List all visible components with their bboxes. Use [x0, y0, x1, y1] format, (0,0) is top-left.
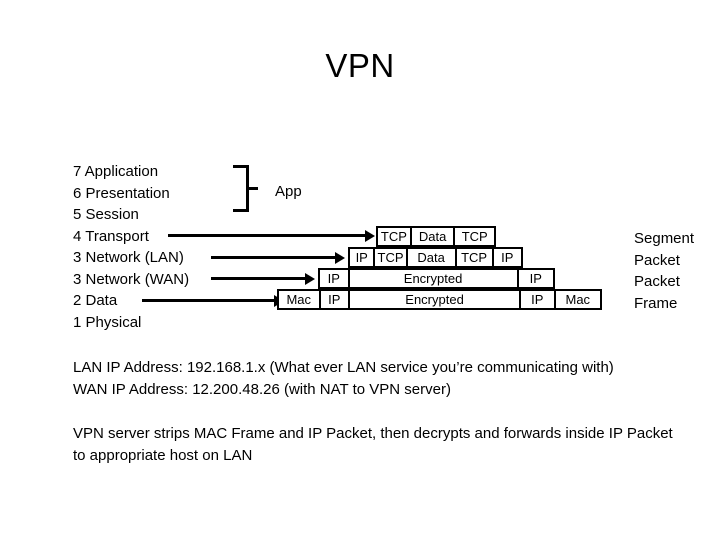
- band-frame-cell-mac-header: Mac: [279, 291, 321, 308]
- arrow-transport: [168, 229, 375, 242]
- band-frame-cell-ip-header: IP: [321, 291, 351, 308]
- osi-layer-5: 5 Session: [73, 206, 139, 223]
- band-packet-lan-cell-data: Data: [408, 249, 457, 266]
- band-packet-wan-cell-ip-trailer: IP: [529, 271, 542, 286]
- band-segment: TCP Data TCP: [376, 226, 496, 247]
- band-segment-cell-tcp-trailer: TCP: [461, 229, 488, 244]
- pdu-name-frame: Frame: [634, 294, 678, 312]
- wan-ip-address-note: WAN IP Address: 12.200.48.26 (with NAT t…: [73, 381, 451, 398]
- osi-layer-2: 2 Data: [73, 292, 118, 309]
- band-packet-lan-cell-tcp-header: TCP: [375, 249, 408, 266]
- band-packet-lan-cell-tcp-trailer: TCP: [457, 249, 494, 266]
- osi-layer-4: 4 Transport: [73, 227, 149, 245]
- page-title: VPN: [325, 47, 395, 84]
- vpn-server-note: VPN server strips MAC Frame and IP Packe…: [73, 423, 673, 467]
- app-label: App: [275, 183, 302, 200]
- pdu-name-packet-lan: Packet: [634, 251, 680, 269]
- band-packet-wan: IP Encrypted IP: [318, 268, 555, 289]
- band-segment-cell-tcp-header: TCP: [378, 228, 412, 245]
- osi-layer-3-lan: 3 Network (LAN): [73, 249, 184, 266]
- osi-layer-7: 7 Application: [73, 163, 159, 180]
- brace-tick-icon: [249, 187, 258, 190]
- band-segment-cell-data: Data: [412, 228, 456, 245]
- band-frame-cell-ip-trailer: IP: [521, 291, 556, 308]
- osi-layer-3-wan: 3 Network (WAN): [73, 270, 190, 288]
- band-frame-cell-encrypted: Encrypted: [350, 291, 521, 308]
- brace-bracket-icon: [233, 165, 249, 212]
- band-packet-lan-cell-ip-trailer: IP: [501, 250, 514, 265]
- osi-layer-list: 7 Application 6 Presentation 5 Session 4…: [73, 161, 253, 333]
- arrow-network-lan: [211, 251, 345, 264]
- band-frame: Mac IP Encrypted IP Mac: [277, 289, 602, 310]
- band-packet-wan-cell-encrypted: Encrypted: [350, 270, 519, 287]
- band-packet-wan-cell-ip-header: IP: [320, 270, 350, 287]
- pdu-name-segment: Segment: [634, 230, 695, 247]
- pdu-name-list: Segment Packet Packet Frame: [634, 228, 694, 314]
- osi-layer-1: 1 Physical: [73, 313, 142, 331]
- band-packet-lan: IP TCP Data TCP IP: [348, 247, 523, 268]
- band-packet-lan-cell-ip-header: IP: [350, 249, 376, 266]
- vpn-server-note-text: VPN server strips MAC Frame and IP Packe…: [73, 425, 673, 464]
- arrow-network-wan: [211, 272, 315, 285]
- address-notes: LAN IP Address: 192.168.1.x (What ever L…: [73, 357, 689, 401]
- lan-ip-address-note: LAN IP Address: 192.168.1.x (What ever L…: [73, 359, 614, 376]
- osi-layer-6: 6 Presentation: [73, 184, 170, 202]
- band-frame-cell-mac-trailer: Mac: [565, 292, 591, 307]
- arrow-data-link: [142, 294, 284, 307]
- pdu-name-packet-wan: Packet: [634, 273, 680, 290]
